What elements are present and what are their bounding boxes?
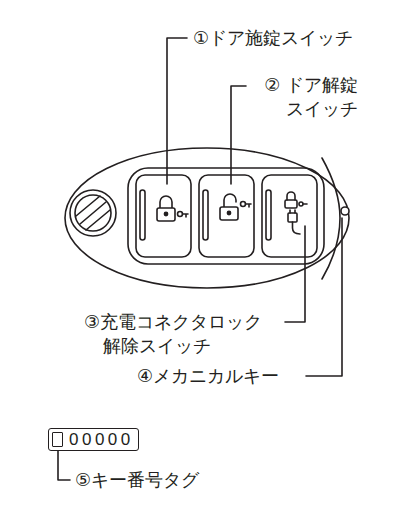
button-panel xyxy=(128,168,324,264)
callout-label: ② ドア解錠 スイッチ xyxy=(250,73,358,121)
leader-line xyxy=(231,86,246,184)
button-slot xyxy=(203,190,208,240)
leader-line xyxy=(58,449,70,480)
button-slot xyxy=(140,190,145,240)
button-slot xyxy=(266,190,271,240)
key-number-tag: 00000 xyxy=(48,428,139,451)
callout-label: ③充電コネクタロック 解除スイッチ xyxy=(84,310,274,358)
unlock-button xyxy=(199,175,254,257)
callout-label: ①ドア施錠スイッチ xyxy=(193,26,353,50)
leader-line xyxy=(306,218,342,376)
leader-line xyxy=(285,226,305,322)
callout-label: ④メカニカルキー xyxy=(137,364,279,388)
lock-button xyxy=(136,175,191,257)
connector-button xyxy=(262,175,317,257)
fob-body xyxy=(65,148,349,288)
leader-line xyxy=(167,38,187,184)
connector-icon xyxy=(285,192,307,234)
callout-label: ⑤キー番号タグ xyxy=(75,468,199,492)
unlock-icon xyxy=(220,194,251,220)
key-nub xyxy=(341,207,349,215)
lock-icon xyxy=(157,196,188,221)
key-number: 00000 xyxy=(69,431,134,449)
tag-icon xyxy=(52,432,63,447)
knob xyxy=(70,190,116,236)
